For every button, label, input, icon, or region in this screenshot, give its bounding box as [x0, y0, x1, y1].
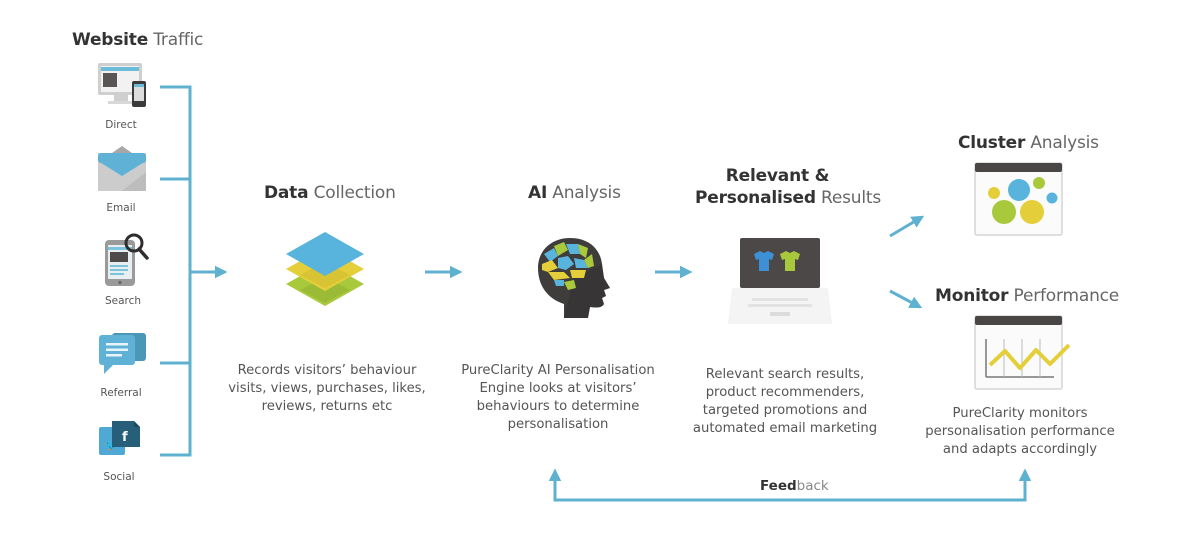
description-line: product recommenders, — [705, 385, 865, 400]
traffic-source-referral: Referral — [92, 330, 152, 399]
bubble-cluster-window-icon — [974, 162, 1063, 236]
traffic-source-direct: Direct — [92, 60, 152, 131]
title-bold: Personalised — [695, 188, 816, 208]
feedback-label-bold: Feed — [760, 478, 797, 494]
title-light: Collection — [308, 183, 396, 203]
traffic-bracket — [160, 85, 192, 457]
description-line: Relevant search results, — [705, 367, 865, 382]
traffic-source-social: 🐦 f Social — [92, 417, 152, 483]
title-bold-line1: Relevant & — [725, 166, 830, 186]
title-light: Analysis — [1025, 133, 1099, 153]
description-line: targeted promotions and — [702, 403, 868, 418]
data-collection-title: Data Collection — [264, 183, 396, 203]
stacked-layers-icon — [286, 232, 364, 306]
line-chart-window-icon — [974, 315, 1071, 390]
cluster-analysis-title: Cluster Analysis — [958, 133, 1099, 153]
source-label: Social — [103, 471, 135, 483]
title-bold: AI — [528, 183, 548, 203]
brain-head-icon — [538, 238, 610, 318]
title-bold: Monitor — [935, 286, 1009, 306]
description-line: automated email marketing — [692, 421, 878, 436]
monitor-performance-description: PureClarity monitors personalisation per… — [915, 405, 1125, 459]
results-description: Relevant search results, product recomme… — [685, 366, 885, 438]
title-bold: Website — [72, 30, 149, 50]
description-line: Records visitors’ behaviour — [237, 363, 417, 378]
source-label: Direct — [105, 119, 137, 131]
ai-analysis-description: PureClarity AI Personalisation Engine lo… — [448, 362, 668, 434]
description-line: reviews, returns etc — [261, 399, 393, 414]
svg-text:f: f — [122, 430, 128, 445]
arrow-results-to-monitor — [889, 289, 923, 309]
title-bold: Cluster — [958, 133, 1026, 153]
description-line: PureClarity AI Personalisation — [461, 363, 655, 378]
tablet-search-icon — [105, 233, 149, 286]
chat-bubbles-icon — [99, 333, 146, 374]
description-line: behaviours to determine — [476, 399, 640, 414]
arrow-results-to-cluster — [889, 215, 925, 238]
feedback-label: Feedback — [760, 478, 829, 494]
laptop-tshirts-icon — [728, 238, 832, 324]
title-bold: Data — [264, 183, 309, 203]
description-line: PureClarity monitors — [952, 406, 1088, 421]
website-traffic-title: Website Traffic — [72, 30, 203, 50]
source-label: Referral — [100, 387, 142, 399]
results-title: Relevant & Personalised Results — [695, 165, 881, 209]
source-label: Search — [104, 295, 142, 307]
source-label: Email — [106, 202, 136, 214]
title-light: Analysis — [547, 183, 621, 203]
description-line: personalisation performance — [925, 424, 1115, 439]
description-line: personalisation — [507, 417, 609, 432]
ai-analysis-title: AI Analysis — [528, 183, 621, 203]
feedback-label-light: back — [796, 478, 829, 494]
desktop-mobile-icon — [98, 63, 146, 107]
monitor-performance-title: Monitor Performance — [935, 286, 1119, 306]
title-light: Performance — [1008, 286, 1120, 306]
title-light: Traffic — [148, 30, 204, 50]
description-line: Engine looks at visitors’ — [479, 381, 637, 396]
traffic-source-search: Search — [92, 230, 152, 307]
envelope-icon — [98, 146, 146, 191]
title-light: Results — [815, 188, 882, 208]
twitter-facebook-icon: 🐦 f — [99, 421, 140, 455]
description-line: and adapts accordingly — [942, 442, 1098, 457]
traffic-source-email: Email — [92, 144, 152, 214]
description-line: visits, views, purchases, likes, — [228, 381, 426, 396]
data-collection-description: Records visitors’ behaviour visits, view… — [222, 362, 432, 416]
